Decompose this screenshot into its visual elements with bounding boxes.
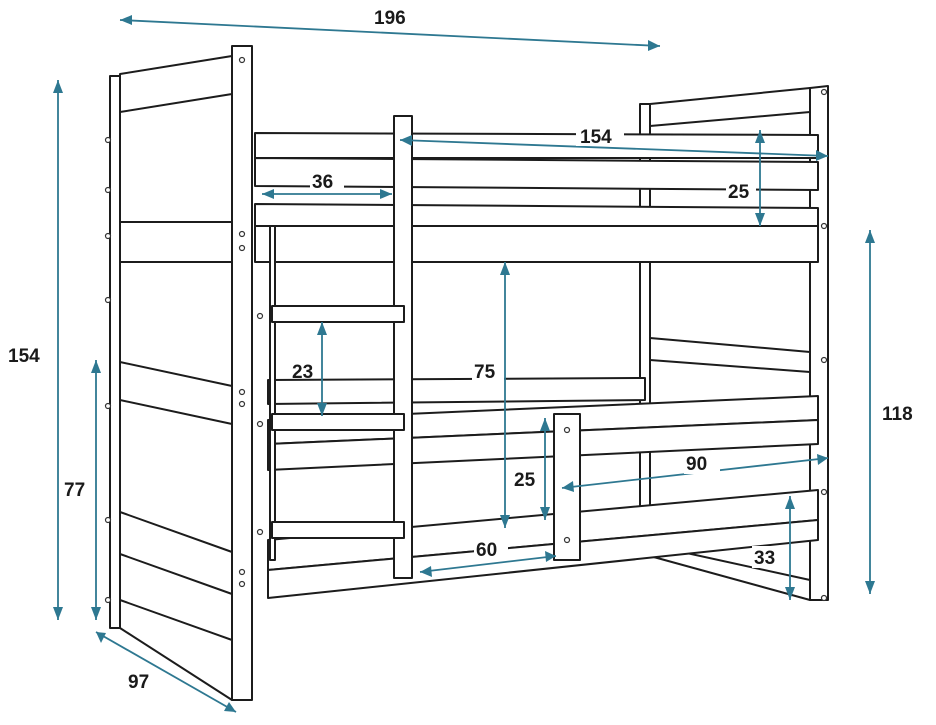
front-upper-bar xyxy=(119,221,233,263)
front-back-post xyxy=(109,75,121,629)
label-guard-rail-height: 25 xyxy=(514,470,536,491)
back-top-panel xyxy=(649,87,811,127)
dimension-arrowheads xyxy=(53,15,875,712)
front-foot-panel xyxy=(119,599,233,701)
back-mid-panel xyxy=(649,337,811,373)
front-low-panel xyxy=(119,511,233,595)
label-footboard-height: 118 xyxy=(882,404,913,425)
label-entry-opening: 60 xyxy=(476,540,497,561)
ladder-step-1 xyxy=(271,305,405,323)
label-inner-rail-length: 154 xyxy=(580,127,612,148)
label-overall-length: 196 xyxy=(374,8,406,29)
upper-side-rail xyxy=(254,203,819,263)
label-guard-rail-length: 90 xyxy=(686,454,707,475)
label-ladder-step-spacing: 23 xyxy=(292,362,313,383)
front-front-post xyxy=(231,45,253,701)
front-frame xyxy=(104,45,253,701)
label-top-rail-height: 25 xyxy=(728,182,750,203)
label-depth: 97 xyxy=(128,672,149,693)
lower-back-rail xyxy=(267,377,646,405)
dimension-lines xyxy=(57,19,871,713)
label-bed-clearance: 75 xyxy=(474,362,496,383)
front-top-panel xyxy=(119,55,233,113)
ladder-step-3 xyxy=(271,521,405,539)
label-lower-rail-height: 33 xyxy=(754,548,775,569)
front-mid-panel xyxy=(119,361,233,425)
label-lower-headboard-height: 77 xyxy=(64,480,85,501)
ladder-front-post xyxy=(393,115,413,579)
dimension-labels: 196 154 77 97 154 25 36 23 75 25 90 60 3… xyxy=(8,4,913,693)
ladder-step-2 xyxy=(271,413,405,431)
label-ladder-offset: 36 xyxy=(312,172,333,193)
ladder-back-rail xyxy=(269,225,276,561)
label-overall-height: 154 xyxy=(8,346,40,367)
ladder xyxy=(256,115,413,579)
